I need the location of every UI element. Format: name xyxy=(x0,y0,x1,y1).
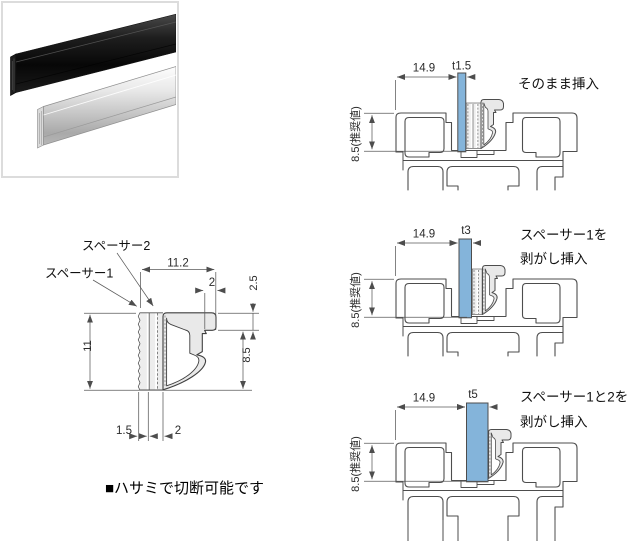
scissors-note: ■ハサミで切断可能です xyxy=(105,480,264,497)
dim-2-bottom: 2 xyxy=(175,425,181,437)
d3-dim-lines xyxy=(364,404,498,482)
dim-8-5: 8.5 xyxy=(241,347,253,362)
spacer1-label: スペーサー1 xyxy=(45,267,113,281)
dim-11-2: 11.2 xyxy=(167,258,189,270)
serrated-edge xyxy=(137,312,141,391)
dim-1-5: 1.5 xyxy=(116,425,132,437)
insert-diagram-2: 14.9 t3 8.5(推奨値) スペーサー1を 剥がし挿入 xyxy=(348,225,607,357)
d1-caption-1: そのまま挿入 xyxy=(518,77,599,92)
panel-t5 xyxy=(466,402,489,483)
panel-t1-5 xyxy=(457,72,467,153)
d1-depth: 8.5(推奨値) xyxy=(348,106,362,162)
cs-dim-lines xyxy=(84,252,259,441)
d3-caption-2: 剥がし挿入 xyxy=(520,415,588,430)
white-gasket-bar xyxy=(37,66,176,149)
cross-section-drawing: スペーサー2 スペーサー1 11.2 2 2.5 11 8.5 1.5 2 xyxy=(45,239,260,441)
d3-width-dim: 14.9 xyxy=(413,393,435,405)
spacer-band-d2 xyxy=(471,268,483,315)
spacer2-label: スペーサー2 xyxy=(82,239,150,253)
gasket-d2 xyxy=(482,265,506,315)
insert-diagram-3: 14.9 t5 8.5(推奨値) スペーサー1と2を 剥がし挿入 xyxy=(348,389,628,541)
d2-thickness: t3 xyxy=(461,225,471,237)
d2-width-dim: 14.9 xyxy=(413,229,435,241)
dim-11: 11 xyxy=(82,340,94,351)
product-photo xyxy=(1,1,179,178)
gasket-d1 xyxy=(480,99,504,149)
insert-diagram-1: 14.9 t1.5 8.5(推奨値) そのまま挿入 xyxy=(348,61,599,191)
gasket-d3 xyxy=(488,429,512,479)
dim-2-5: 2.5 xyxy=(248,275,260,290)
d2-caption-2: 剥がし挿入 xyxy=(520,252,588,267)
d3-leg-extensions xyxy=(407,520,556,541)
d3-thickness: t5 xyxy=(468,389,478,401)
spacer-band xyxy=(137,312,163,391)
panel-t3 xyxy=(458,238,472,319)
d1-width-dim: 14.9 xyxy=(413,63,435,75)
spacer-band-d1 xyxy=(465,102,482,149)
d3-depth: 8.5(推奨値) xyxy=(348,436,362,492)
d2-caption-1: スペーサー1を xyxy=(520,228,607,243)
d2-dim-lines xyxy=(364,240,481,318)
dim-2-top: 2 xyxy=(209,277,215,289)
d2-depth: 8.5(推奨値) xyxy=(348,272,362,328)
d1-dim-lines xyxy=(364,74,476,152)
d3-caption-1: スペーサー1と2を xyxy=(520,390,628,405)
rubber-profile xyxy=(162,312,217,391)
black-gasket-bar xyxy=(10,13,176,97)
d1-thickness: t1.5 xyxy=(452,61,471,73)
